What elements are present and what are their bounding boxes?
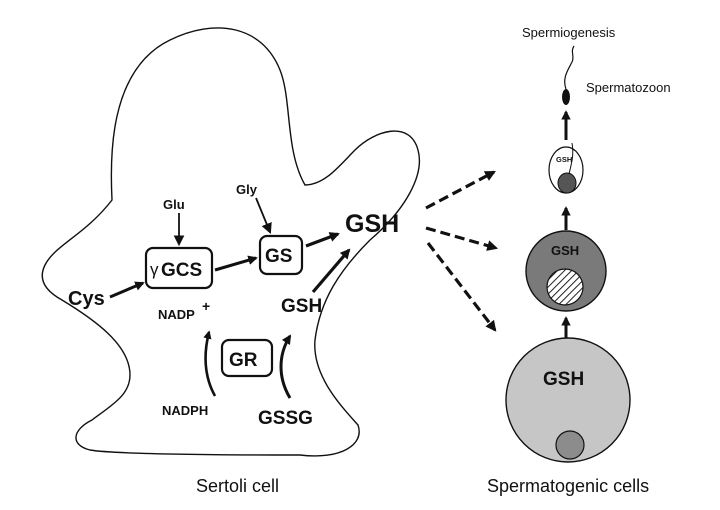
- gamma-symbol: γ: [150, 260, 159, 279]
- spermatid-flagellum: [568, 142, 574, 175]
- sertoli-cell-outline: [41, 27, 420, 457]
- nadp-label: NADP: [158, 307, 195, 322]
- spermatogonium-nucleus: [555, 430, 585, 460]
- cys-label: Cys: [68, 288, 105, 310]
- gssg-to-gsh-arrow: [279, 334, 292, 399]
- spermatocyte-nucleus: [546, 268, 584, 306]
- export-arrow-middle: [425, 226, 499, 251]
- spermatogonium-cell: [505, 337, 631, 463]
- glu-label: Glu: [163, 197, 185, 212]
- gssg-label: GSSG: [258, 408, 313, 429]
- gsh-spermatogonium-label: GSH: [543, 369, 584, 390]
- gr-box: [220, 338, 274, 378]
- gly-to-gs-arrow: [255, 197, 272, 234]
- gcs-to-gs-arrow: [214, 255, 258, 272]
- export-arrow-bottom: [426, 242, 497, 332]
- gs-to-gsh-arrow: [305, 232, 340, 248]
- spermatozoon-tail: [564, 45, 575, 90]
- spermiogenesis-label: Spermiogenesis: [522, 25, 616, 40]
- export-arrow-top: [425, 170, 496, 210]
- gsh-to-gsh-main-arrow: [311, 248, 351, 294]
- nadph-to-nadp-arrow: [203, 330, 217, 397]
- spermatozoon-head: [562, 89, 570, 105]
- gcs-label: GCS: [161, 260, 202, 281]
- cys-to-gcs-arrow: [109, 281, 145, 299]
- gsh-spermatid-label: GSH: [556, 155, 572, 164]
- gs-box: [258, 234, 304, 276]
- gr-label: GR: [229, 350, 258, 371]
- gsh-main-label: GSH: [345, 210, 399, 238]
- gs-label: GS: [265, 246, 292, 267]
- nadph-label: NADPH: [162, 403, 208, 418]
- spermatozoon-label: Spermatozoon: [586, 80, 671, 95]
- nadp-superscript: +: [202, 298, 210, 314]
- gsh-spermatocyte-label: GSH: [551, 243, 579, 258]
- spermatid-nucleus: [557, 172, 577, 194]
- sertoli-caption: Sertoli cell: [196, 476, 279, 496]
- gsh-inner-label: GSH: [281, 296, 322, 317]
- gamma-gcs-box: [144, 246, 214, 290]
- gly-label: Gly: [236, 182, 258, 197]
- spermatogenic-caption: Spermatogenic cells: [487, 476, 649, 496]
